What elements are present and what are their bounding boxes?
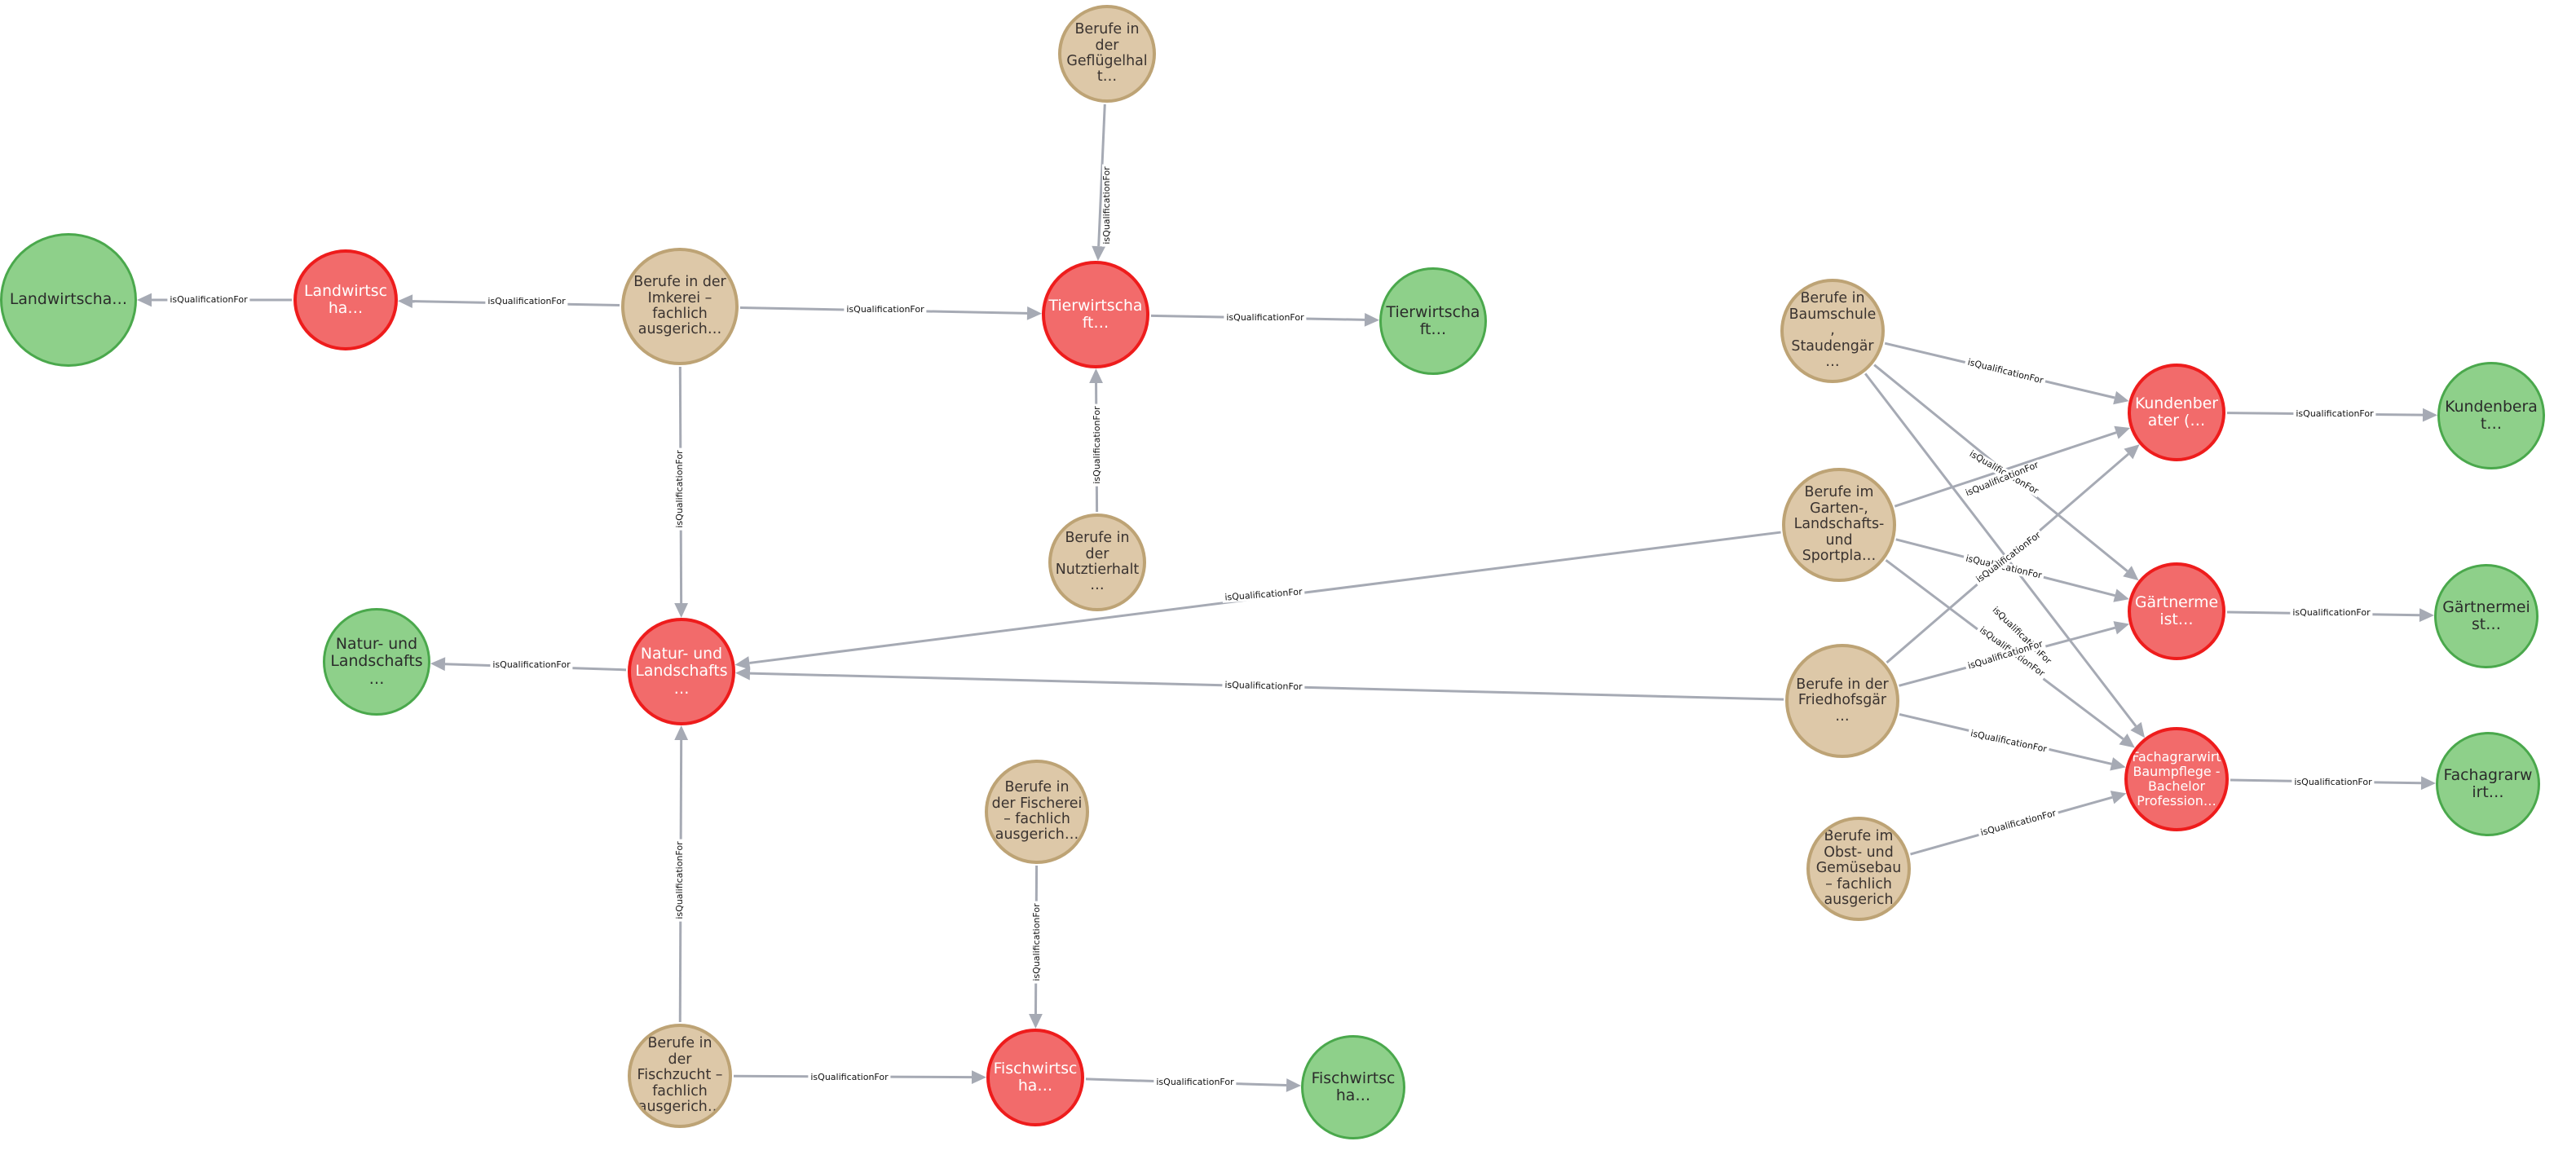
graph-node-label: Fachagrarwirt… (2443, 766, 2533, 801)
graph-edge-arrow-icon (734, 656, 751, 670)
graph-edge-label: isQualificationFor (1977, 808, 2060, 839)
graph-edge-arrow-icon (397, 294, 413, 308)
graph-node-fischzucht_tan[interactable]: Berufe in der Fischzucht – fachlich ausg… (628, 1024, 732, 1128)
graph-node-baumschule_tan[interactable]: Berufe in Baumschule, Staudengär… (1780, 279, 1885, 383)
graph-edge-label: isQualificationFor (1031, 901, 1042, 984)
graph-node-label: Berufe im Obst- und Gemüsebau – fachlich… (1815, 828, 1902, 909)
graph-node-label: Fischwirtscha… (1311, 1069, 1396, 1104)
graph-node-natur_green[interactable]: Natur- und Landschafts… (323, 608, 430, 716)
graph-node-label: Gärtnermeist… (2442, 598, 2530, 633)
graph-node-garten_tan[interactable]: Berufe im Garten-, Landschafts- und Spor… (1782, 468, 1896, 582)
graph-node-gaertnermeister_green[interactable]: Gärtnermeist… (2434, 564, 2539, 668)
graph-node-label: Berufe in der Nutztierhalt… (1055, 530, 1140, 594)
graph-node-gefluegel_tan[interactable]: Berufe in der Geflügelhalt… (1058, 5, 1156, 103)
graph-node-label: Berufe in Baumschule, Staudengär… (1789, 290, 1877, 371)
graph-edge-arrow-icon (2110, 757, 2126, 771)
graph-node-label: Gärtnermeist… (2134, 593, 2219, 628)
graph-edge-arrow-icon (734, 666, 751, 681)
graph-edge-arrow-icon (971, 1070, 987, 1085)
graph-node-label: Natur- und Landschafts… (330, 636, 423, 688)
graph-node-landwirtschaft_green[interactable]: Landwirtscha… (0, 233, 137, 367)
graph-edge-label: isQualificationFor (1153, 1077, 1237, 1087)
graph-node-kundenberater_green[interactable]: Kundenberat… (2437, 362, 2545, 469)
graph-node-label: Kundenberat… (2445, 398, 2538, 433)
graph-edge-label: isQualificationFor (1092, 403, 1102, 487)
graph-edge-arrow-icon (1092, 245, 1106, 262)
graph-node-label: Natur- und Landschafts… (635, 646, 728, 698)
graph-node-label: Berufe im Garten-, Landschafts- und Spor… (1793, 484, 1885, 565)
graph-edge-label: isQualificationFor (2290, 608, 2373, 618)
graph-edge-label: isQualificationFor (1967, 728, 2050, 756)
graph-node-label: Fachagrarwirt Baumpflege - Bachelor Prof… (2132, 749, 2221, 809)
graph-edge-arrow-icon (2110, 791, 2127, 804)
graph-edge-arrow-icon (2113, 621, 2130, 635)
graph-edge-arrow-icon (2124, 444, 2140, 460)
graph-edge-label: isQualificationFor (2293, 409, 2376, 419)
graph-node-imkerei_tan[interactable]: Berufe in der Imkerei – fachlich ausgeri… (621, 248, 739, 365)
graph-edge (1865, 373, 2136, 726)
graph-edge-arrow-icon (2123, 566, 2139, 581)
graph-node-friedhof_tan[interactable]: Berufe in der Friedhofsgär… (1785, 644, 1899, 758)
graph-node-gaertnermeister_red[interactable]: Gärtnermeist… (2128, 562, 2225, 660)
graph-node-fischerei_tan[interactable]: Berufe in der Fischerei – fachlich ausge… (985, 760, 1089, 864)
graph-node-obst_tan[interactable]: Berufe im Obst- und Gemüsebau – fachlich… (1806, 817, 1911, 921)
graph-edge-label: isQualificationFor (674, 447, 685, 531)
graph-edge-label: isQualificationFor (490, 660, 573, 670)
graph-node-tierwirtschaft_green[interactable]: Tierwirtschaft… (1379, 267, 1487, 375)
graph-edge-label: isQualificationFor (1964, 357, 2047, 387)
graph-edge-arrow-icon (2420, 776, 2437, 791)
graph-node-label: Berufe in der Friedhofsgär… (1796, 676, 1889, 725)
graph-edge-label: isQualificationFor (1222, 680, 1305, 693)
graph-edge-arrow-icon (674, 602, 689, 619)
graph-node-label: Kundenberater (… (2134, 394, 2219, 430)
graph-node-label: Tierwirtschaft… (1386, 303, 1480, 338)
graph-edge-label: isQualificationFor (1101, 164, 1112, 247)
graph-edge-label: isQualificationFor (844, 305, 927, 315)
graph-edge-arrow-icon (674, 725, 689, 741)
graph-edge-label: isQualificationFor (167, 295, 250, 305)
graph-node-nutztier_tan[interactable]: Berufe in der Nutztierhalt… (1048, 513, 1146, 611)
graph-node-landwirtschaft_red[interactable]: Landwirtscha… (293, 249, 398, 350)
graph-edge-arrow-icon (1026, 306, 1043, 320)
graph-edge-label: isQualificationFor (1222, 586, 1305, 603)
graph-node-tierwirtschaft_red[interactable]: Tierwirtschaft… (1042, 261, 1149, 368)
graph-node-label: Fischwirtscha… (993, 1060, 1078, 1095)
graph-edge-arrow-icon (1029, 1013, 1043, 1029)
graph-node-label: Berufe in der Geflügelhalt… (1066, 21, 1148, 86)
graph-edge-arrow-icon (1364, 312, 1380, 327)
graph-node-label: Landwirtscha… (9, 291, 128, 309)
graph-edge-arrow-icon (2119, 733, 2135, 748)
graph-edge-arrow-icon (1286, 1078, 1302, 1092)
graph-node-label: Landwirtscha… (304, 282, 387, 317)
graph-node-label: Berufe in der Fischerei – fachlich ausge… (991, 779, 1083, 844)
graph-edge-arrow-icon (430, 657, 446, 672)
graph-node-label: Tierwirtschaft… (1048, 297, 1143, 332)
graph-edge-label: isQualificationFor (808, 1073, 891, 1082)
graph-edge-arrow-icon (137, 293, 152, 307)
graph-edge-arrow-icon (2419, 608, 2435, 623)
graph-edge-arrow-icon (1089, 368, 1103, 384)
graph-edge-arrow-icon (2113, 588, 2129, 602)
graph-node-fischwirtschaft_green[interactable]: Fischwirtscha… (1301, 1035, 1405, 1139)
graph-edge-label: isQualificationFor (2291, 778, 2375, 787)
graph-edge-label: isQualificationFor (1224, 313, 1307, 323)
graph-node-fachagrarwirt_green[interactable]: Fachagrarwirt… (2436, 732, 2540, 836)
graph-node-label: Berufe in der Imkerei – fachlich ausgeri… (633, 274, 726, 338)
graph-node-kundenberater_red[interactable]: Kundenberater (… (2128, 364, 2225, 461)
graph-edge-label: isQualificationFor (674, 839, 685, 922)
graph-edge-arrow-icon (2422, 408, 2438, 422)
graph-node-natur_red[interactable]: Natur- und Landschafts… (628, 618, 735, 725)
graph-edge-arrow-icon (2113, 390, 2129, 405)
graph-node-fachagrarwirt_red[interactable]: Fachagrarwirt Baumpflege - Bachelor Prof… (2124, 727, 2229, 831)
graph-edge-label: isQualificationFor (485, 297, 568, 306)
graph-node-label: Berufe in der Fischzucht – fachlich ausg… (637, 1035, 723, 1116)
graph-edge-arrow-icon (2130, 721, 2146, 738)
graph-edge-arrow-icon (2114, 425, 2131, 439)
graph-node-fischwirtschaft_red[interactable]: Fischwirtscha… (986, 1029, 1084, 1126)
